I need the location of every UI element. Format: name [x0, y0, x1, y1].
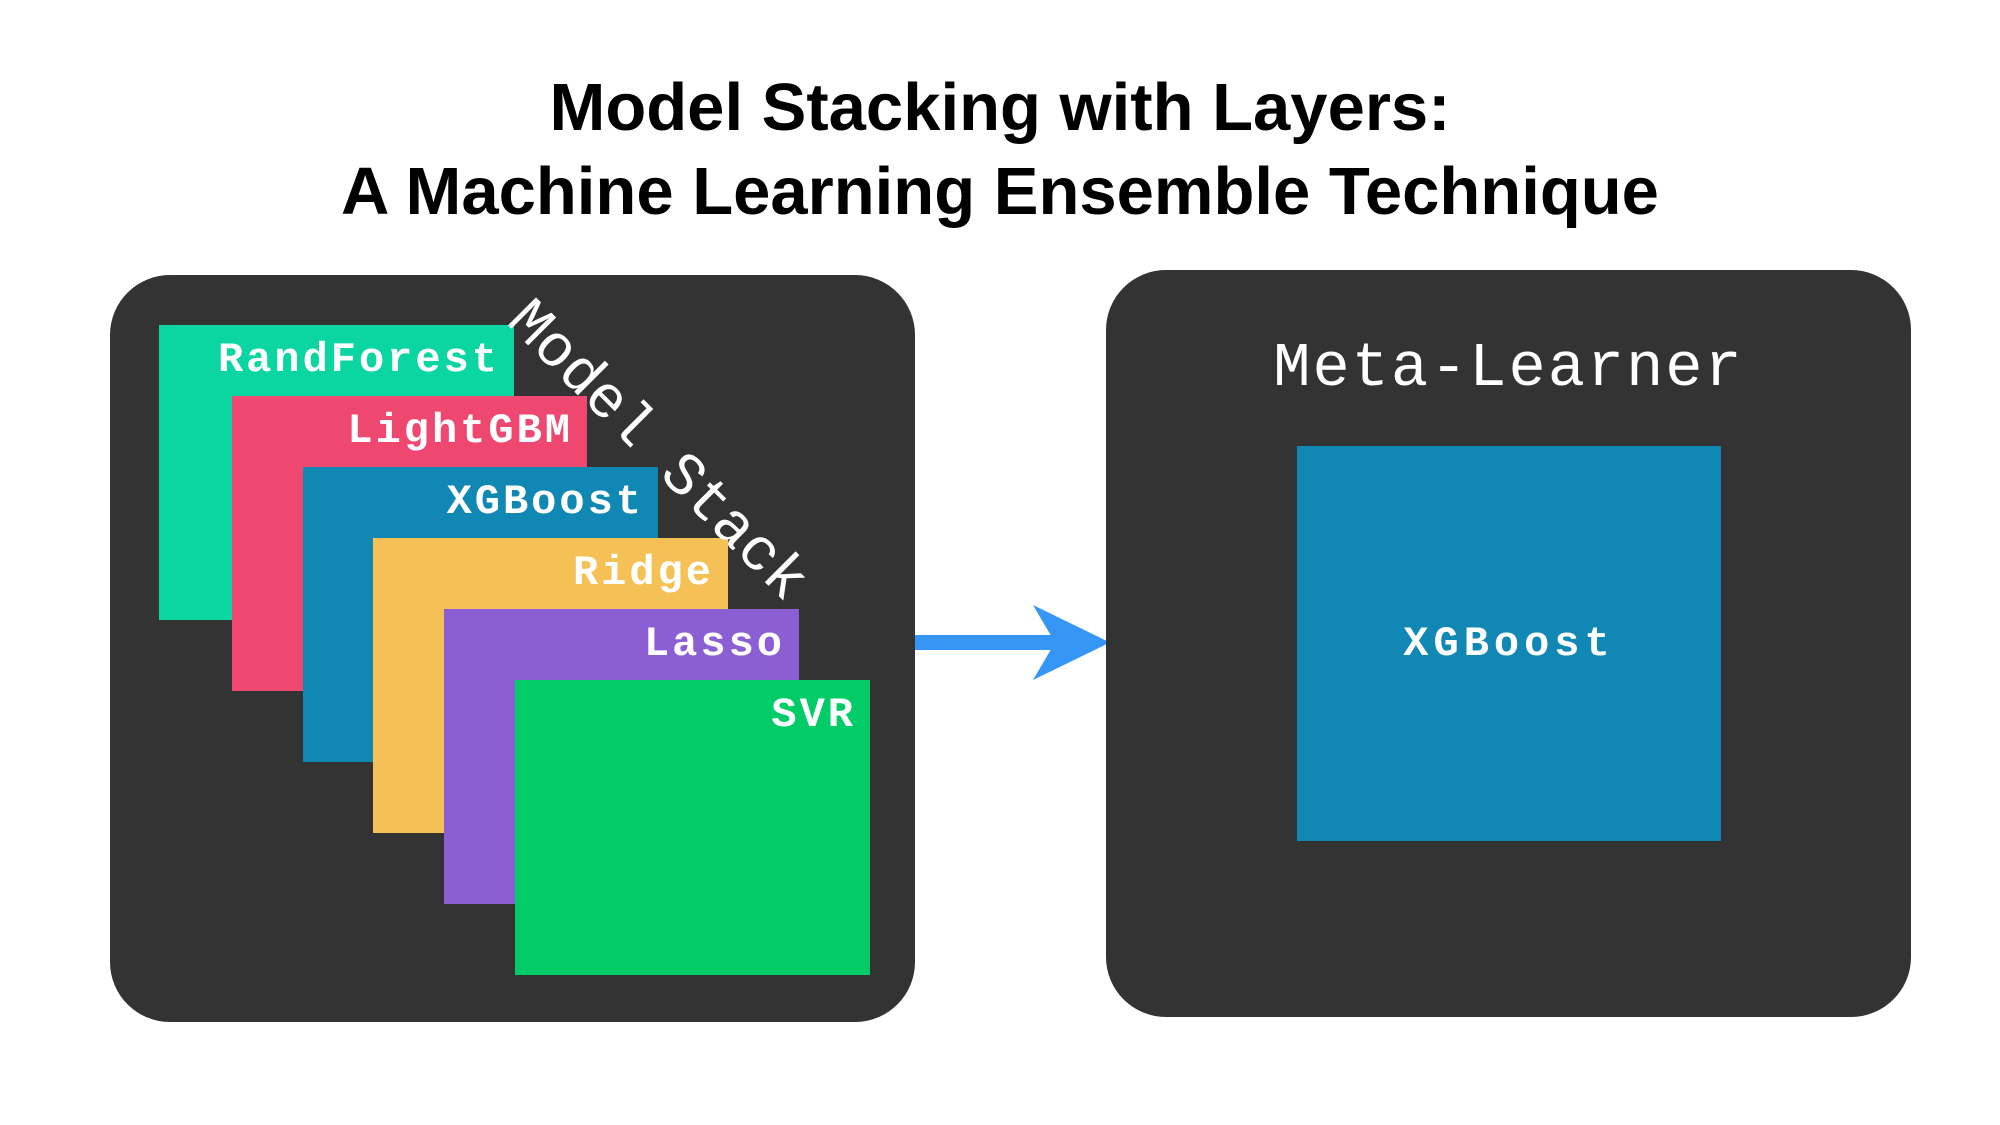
model-label-xgboost: XGBoost — [446, 478, 644, 526]
model-label-lasso: Lasso — [643, 620, 785, 668]
title-line-1: Model Stacking with Layers: — [549, 70, 1451, 145]
model-label-ridge: Ridge — [572, 549, 714, 597]
model-label-svr: SVR — [771, 691, 856, 739]
model-card-svr: SVR — [515, 680, 870, 975]
model-label-randforest: RandForest — [217, 336, 500, 384]
arrow-right-icon — [915, 605, 1110, 680]
meta-model-box: XGBoost — [1297, 446, 1721, 841]
meta-model-label: XGBoost — [1403, 619, 1615, 668]
meta-learner-title: Meta-Learner — [1273, 333, 1744, 404]
title-line-2: A Machine Learning Ensemble Technique — [341, 154, 1659, 229]
model-label-lightgbm: LightGBM — [347, 407, 573, 455]
